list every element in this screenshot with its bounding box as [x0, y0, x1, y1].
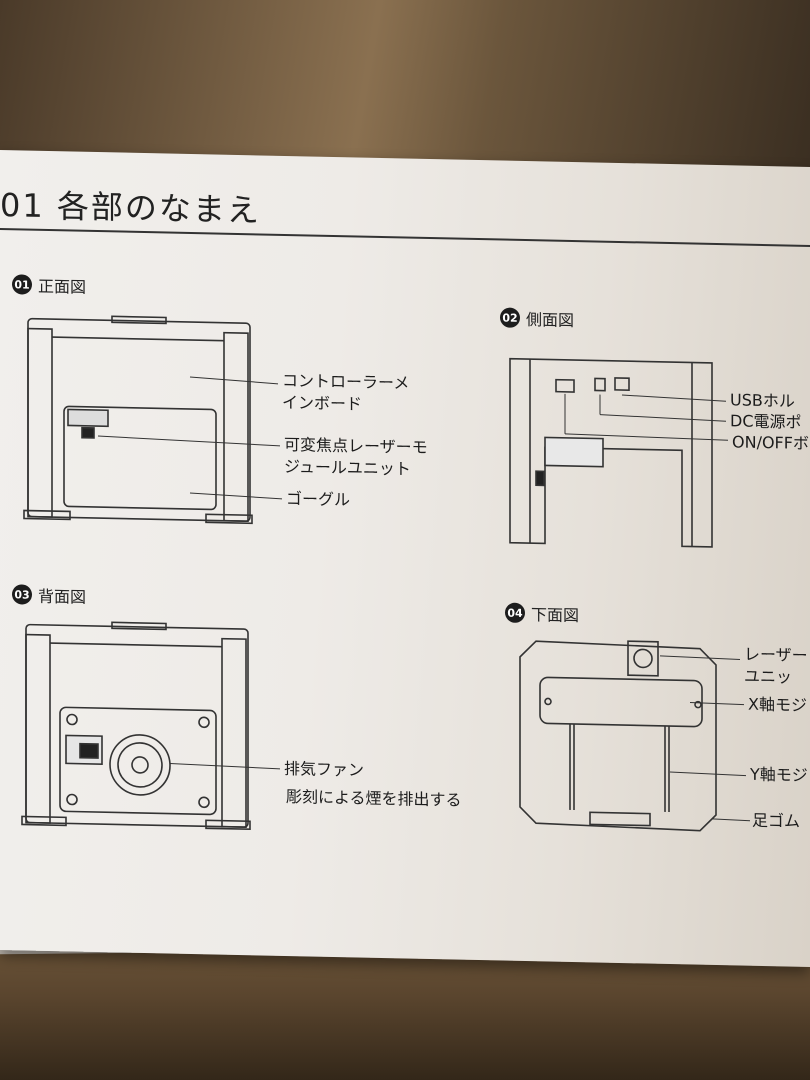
bottom-view-drawing: [519, 640, 717, 832]
side-view-drawing: [509, 357, 713, 548]
manual-page: 01 各部のなまえ 01 正面図 02 側面図 03 背面図 04 下面図: [0, 150, 810, 967]
label-laser-unit: レーザー ユニッ: [744, 644, 808, 687]
label-goggles: ゴーグル: [286, 488, 351, 510]
label-dc-power-port: DC電源ポ: [730, 411, 802, 432]
label-controller-main-board: コントローラーメ インボード: [282, 370, 410, 414]
label-exhaust-fan-desc: 彫刻による煙を排出する: [286, 786, 462, 810]
label-x-axis-module: X軸モジ: [748, 694, 807, 715]
label-usb-holder: USBホル: [730, 390, 795, 411]
label-rubber-feet: 足ゴム: [752, 810, 801, 831]
front-view-drawing: [23, 315, 253, 525]
label-y-axis-module: Y軸モジ: [750, 764, 808, 785]
back-view-drawing: [21, 621, 251, 831]
label-laser-module-unit: 可変焦点レーザーモ ジュールユニット: [284, 434, 428, 479]
label-exhaust-fan: 排気ファン: [284, 758, 365, 780]
label-on-off-button: ON/OFFボ: [732, 432, 809, 453]
device-diagrams: [21, 315, 751, 832]
